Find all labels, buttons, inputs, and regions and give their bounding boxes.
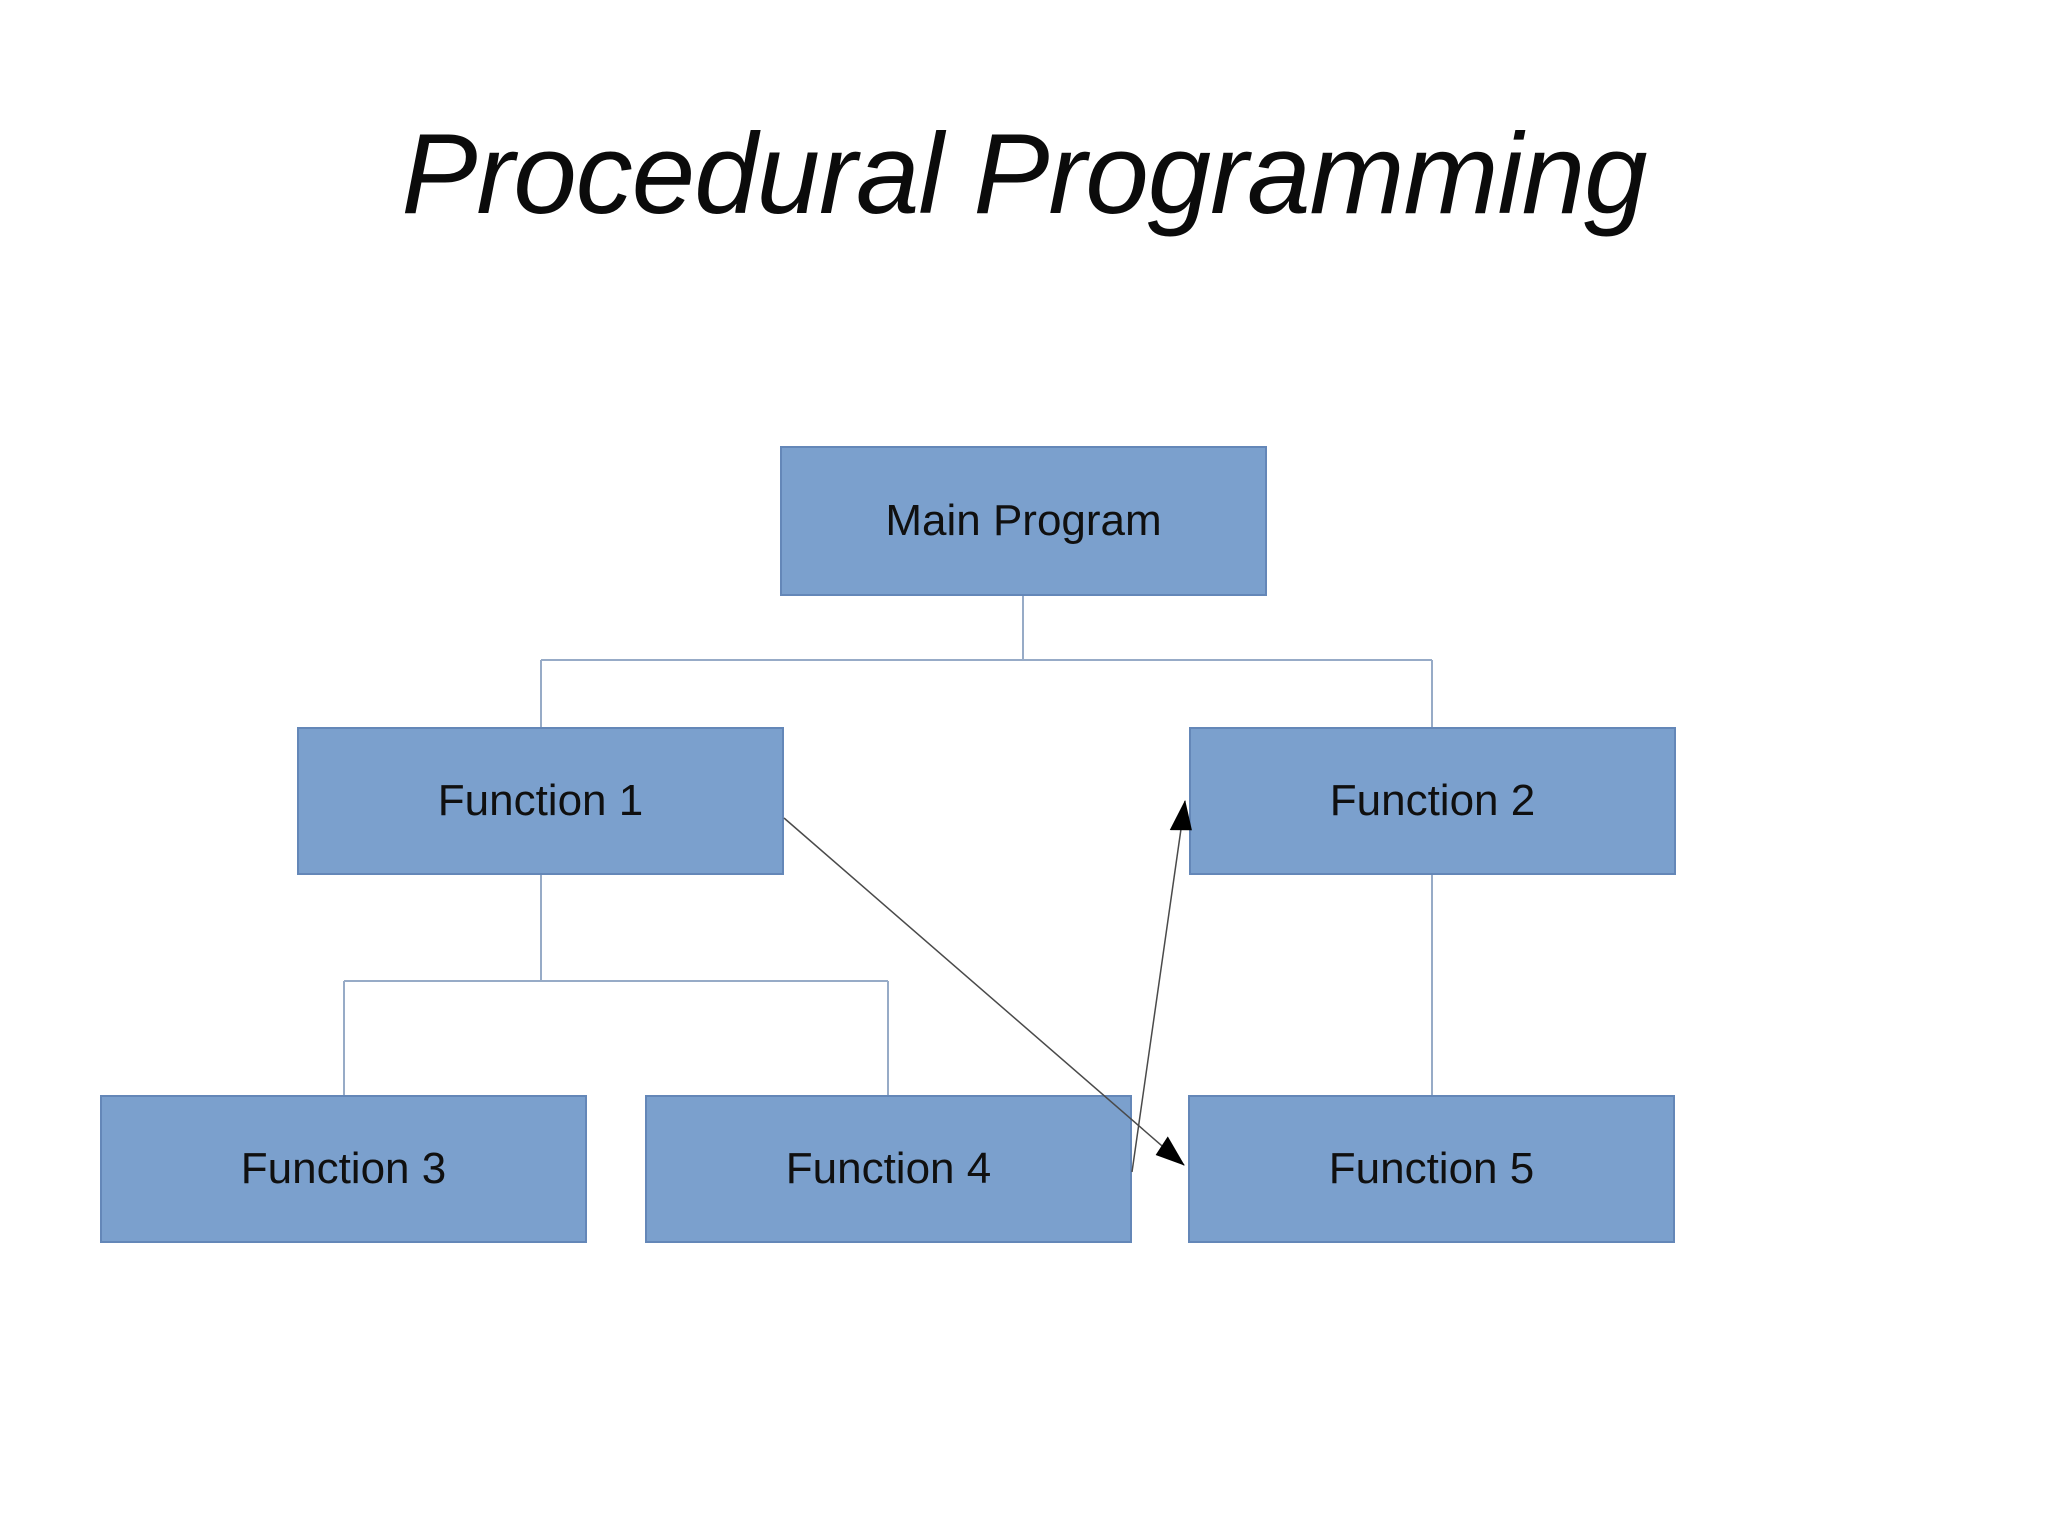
- node-label: Function 5: [1328, 1144, 1535, 1193]
- node-label: Function 4: [785, 1144, 992, 1193]
- node-main-program: Main Program: [780, 446, 1267, 596]
- node-label: Function 3: [240, 1144, 447, 1193]
- node-function-3: Function 3: [100, 1095, 587, 1243]
- node-function-1: Function 1: [297, 727, 784, 875]
- node-label: Function 1: [437, 776, 644, 825]
- page-title: Procedural Programming: [401, 111, 1647, 238]
- node-function-4: Function 4: [645, 1095, 1132, 1243]
- node-function-2: Function 2: [1189, 727, 1676, 875]
- node-label: Main Program: [885, 496, 1162, 545]
- node-function-5: Function 5: [1188, 1095, 1675, 1243]
- node-label: Function 2: [1329, 776, 1536, 825]
